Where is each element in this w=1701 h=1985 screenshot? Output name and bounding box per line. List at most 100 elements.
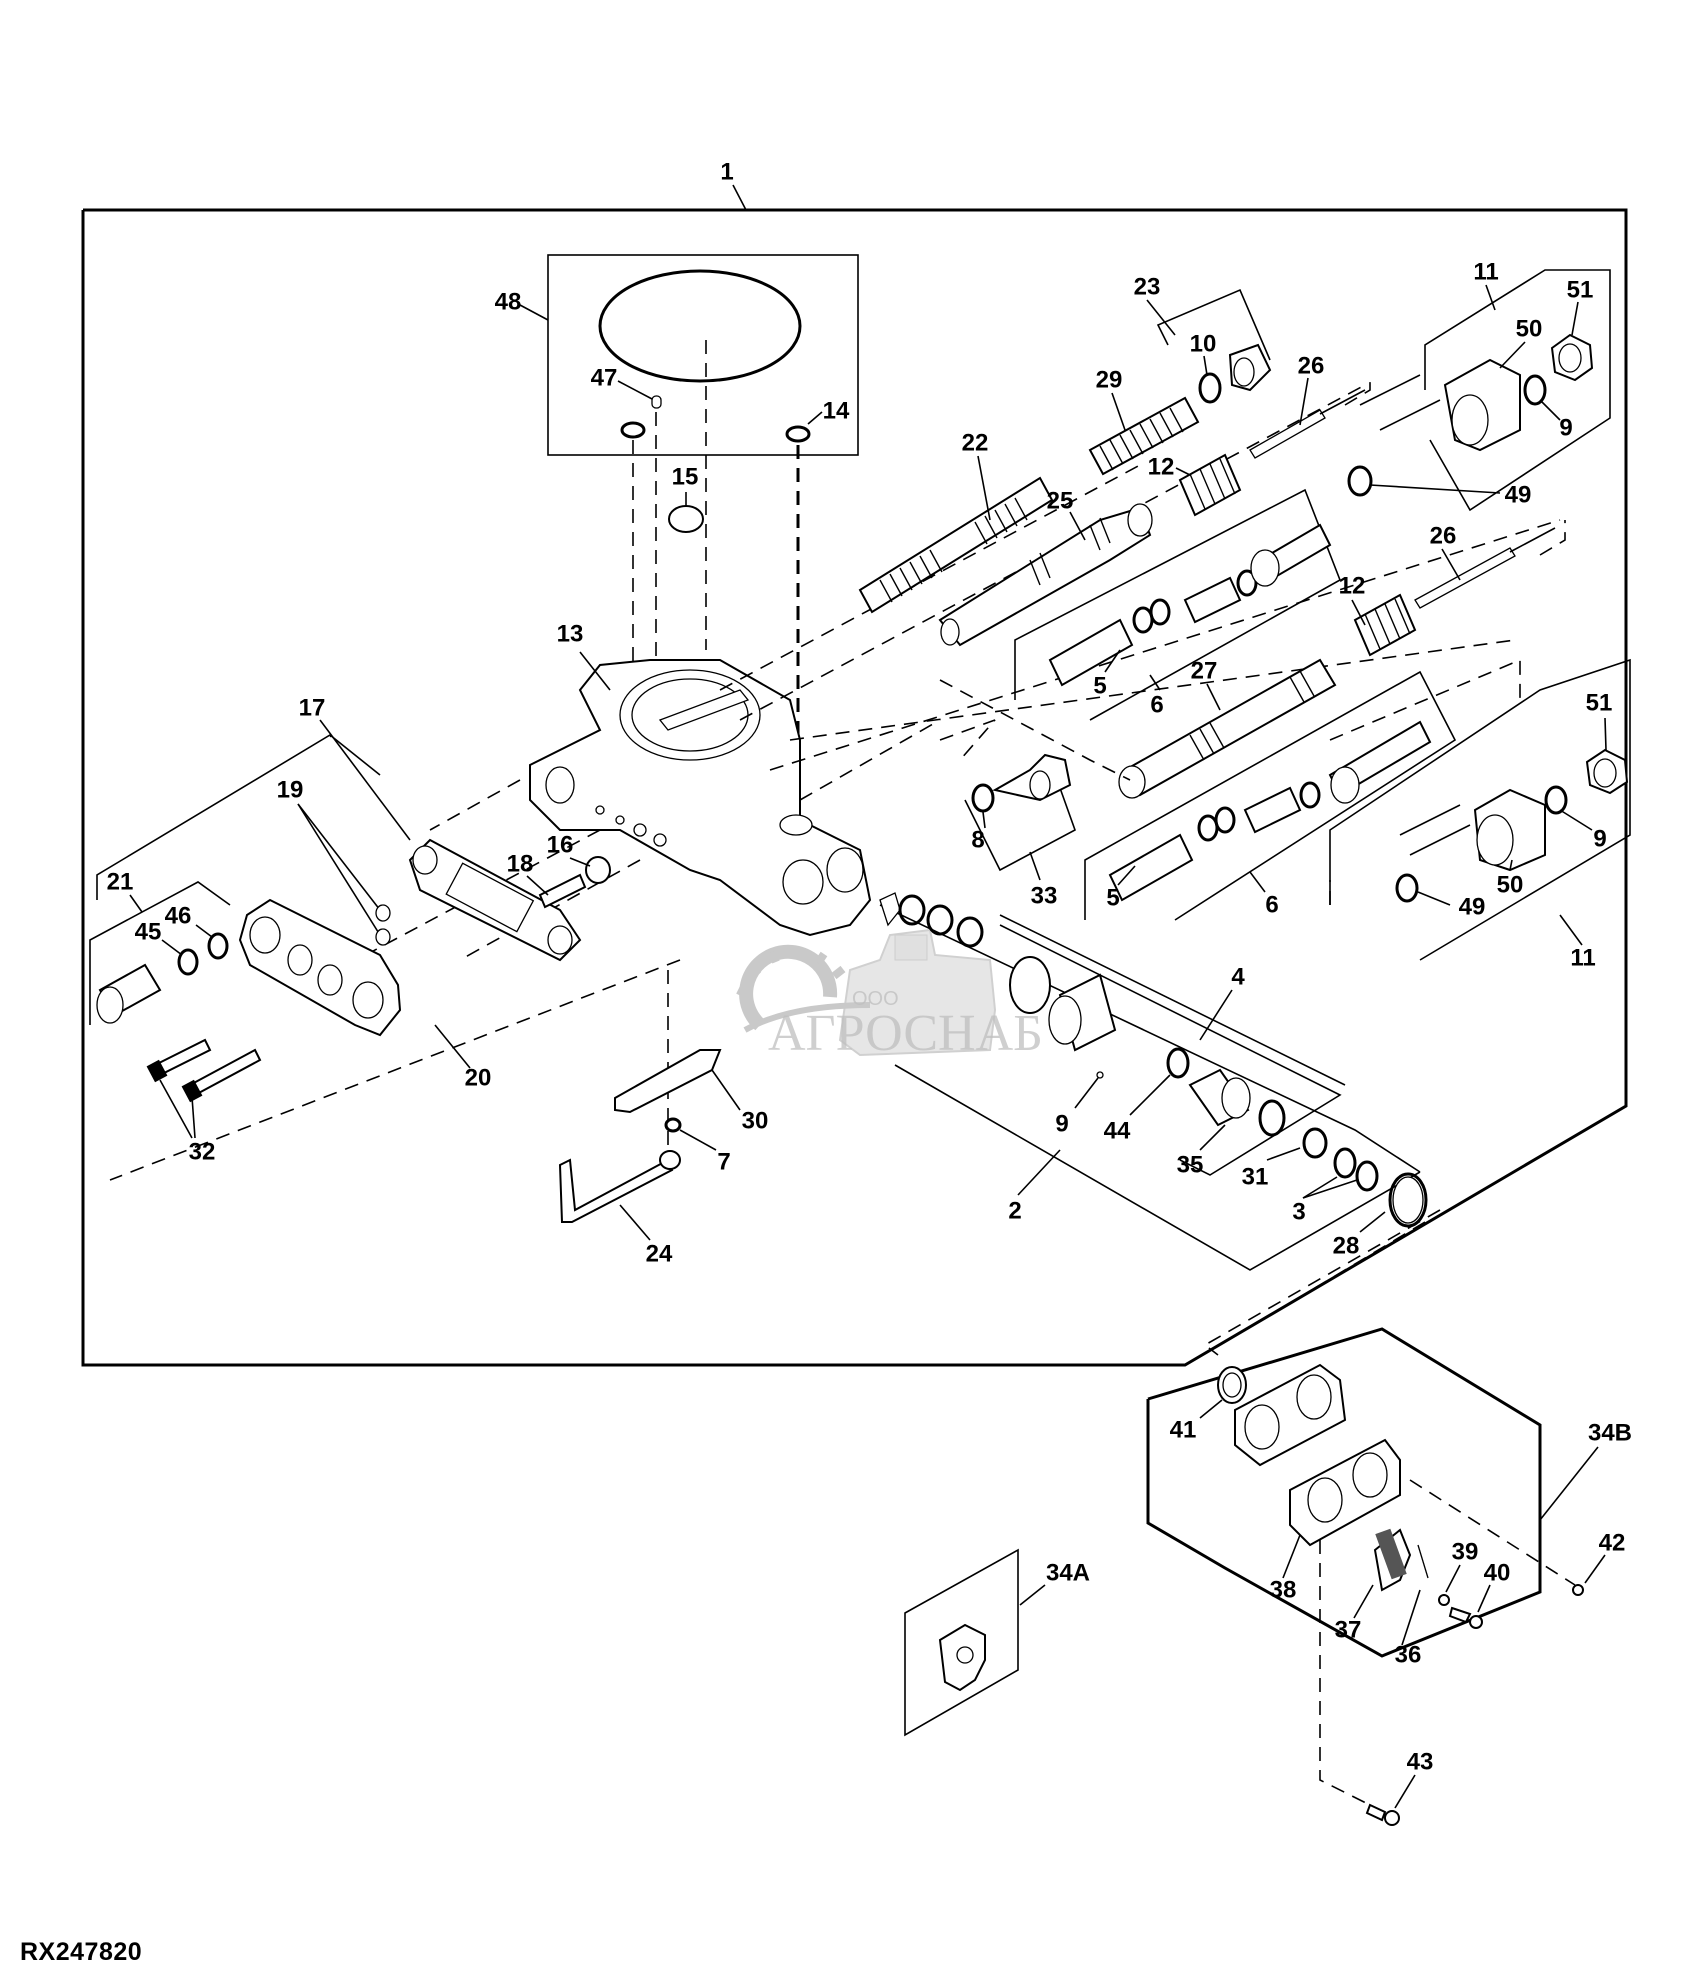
spool-kit-6-mid-parts — [1108, 720, 1432, 902]
callout-11-top: 11 — [1473, 259, 1498, 286]
ring-31 — [1302, 1127, 1328, 1159]
leader-12b — [1351, 599, 1366, 626]
bracket-34a — [938, 1623, 986, 1692]
leader-35 — [1199, 1124, 1226, 1151]
leader-10 — [1203, 355, 1208, 376]
callout-38: 38 — [1270, 1577, 1297, 1604]
leader-33 — [1029, 851, 1041, 881]
spool-27 — [1118, 658, 1337, 799]
callout-10: 10 — [1190, 331, 1217, 358]
leader-7 — [679, 1129, 717, 1151]
pin-36 — [1417, 1544, 1429, 1579]
callout-25: 25 — [1047, 488, 1074, 515]
callout-9-low: 9 — [1055, 1111, 1068, 1138]
leader-50a — [1499, 341, 1526, 369]
callout-45: 45 — [135, 919, 162, 946]
bolt-40 — [1448, 1606, 1483, 1629]
leader-23 — [1146, 299, 1176, 336]
spring-29 — [1088, 396, 1200, 476]
solenoid-wire — [1379, 399, 1441, 431]
seal-kit-box-48 — [547, 254, 859, 456]
leader-5b — [1117, 865, 1136, 886]
solenoid-wire — [1399, 804, 1461, 836]
leader-34a — [1019, 1584, 1046, 1606]
leader-8 — [982, 811, 986, 829]
plug-23 — [1228, 343, 1272, 392]
leader-9c — [1074, 1077, 1099, 1109]
leader-40 — [1477, 1584, 1491, 1613]
alignment-line — [1329, 658, 1521, 741]
callout-47: 47 — [591, 365, 618, 392]
group-21-frame — [329, 734, 381, 776]
spool-25 — [938, 503, 1153, 647]
callout-42: 42 — [1599, 1530, 1626, 1557]
callout-43: 43 — [1407, 1749, 1434, 1776]
nut-51-mid — [1585, 748, 1629, 795]
leader-6a — [1149, 674, 1161, 691]
leader-51a — [1571, 301, 1579, 336]
leader-37 — [1353, 1584, 1374, 1619]
callout-16: 16 — [547, 832, 574, 859]
snap-ring — [1258, 1099, 1286, 1137]
gasket-17 — [408, 838, 582, 962]
washer-7 — [664, 1117, 682, 1133]
solenoid-group-11-mid — [1329, 658, 1631, 961]
leader-9b — [1559, 809, 1593, 831]
piston-rings-ports — [879, 892, 984, 948]
piston-sleeve — [1009, 956, 1117, 1052]
plate-30 — [614, 1049, 722, 1114]
watermark: ООО АГРОСНАБ — [736, 928, 1043, 1062]
callout-37: 37 — [1335, 1617, 1362, 1644]
relief-valve-group-33 — [964, 759, 1076, 872]
callout-26-mid: 26 — [1430, 523, 1457, 550]
alignment-line — [1344, 375, 1371, 406]
leader-44 — [1129, 1074, 1171, 1116]
callout-5-top: 5 — [1093, 673, 1106, 700]
ring-3-b — [1355, 1160, 1379, 1192]
callout-34b: 34B — [1588, 1420, 1632, 1447]
plug-15 — [668, 505, 704, 533]
solenoid-group-11-top — [1424, 269, 1611, 512]
callout-9-mid: 9 — [1593, 826, 1606, 853]
leader-6b — [1249, 871, 1266, 893]
callout-6-mid: 6 — [1265, 892, 1278, 919]
figure-id-caption: RX247820 — [20, 1938, 143, 1966]
o-ring-8 — [971, 783, 995, 813]
callout-49-mid: 49 — [1459, 894, 1486, 921]
bracket-37 — [1373, 1528, 1412, 1592]
alignment-line — [1219, 1221, 1426, 1346]
valve-housing-13 — [529, 659, 872, 937]
leader-32b — [191, 1096, 196, 1139]
leader-19b — [297, 803, 381, 936]
solenoid-wire — [1359, 374, 1421, 406]
pin-47 — [651, 395, 662, 409]
callout-30: 30 — [742, 1108, 769, 1135]
callout-3: 3 — [1292, 1199, 1305, 1226]
callout-8: 8 — [971, 827, 984, 854]
plug-21 — [96, 963, 162, 1024]
callout-32: 32 — [189, 1139, 216, 1166]
leader-48 — [519, 304, 549, 321]
alignment-line — [1319, 1540, 1371, 1806]
spring-12-mid — [1353, 593, 1417, 657]
leader-34b — [1539, 1446, 1599, 1521]
callout-14: 14 — [823, 398, 850, 425]
leader-38 — [1282, 1534, 1301, 1579]
callout-12-mid: 12 — [1339, 573, 1366, 600]
group-34b-frame — [1146, 1327, 1542, 1658]
callout-51-mid: 51 — [1586, 690, 1613, 717]
o-ring-9-mid — [1544, 785, 1568, 815]
callout-26-top: 26 — [1298, 353, 1325, 380]
leader-50b — [1509, 859, 1513, 871]
callout-22: 22 — [962, 430, 989, 457]
leader-45 — [161, 939, 183, 956]
leader-47 — [617, 380, 655, 401]
flange-plate — [1234, 1363, 1347, 1467]
leader-1 — [732, 184, 747, 211]
callout-50-mid: 50 — [1497, 872, 1524, 899]
o-ring-45 — [177, 948, 199, 976]
combine-harvester-icon — [838, 928, 997, 1057]
main-assembly-frame — [81, 208, 1628, 1367]
o-ring-large — [598, 269, 802, 383]
pin-26-top — [1249, 389, 1366, 459]
